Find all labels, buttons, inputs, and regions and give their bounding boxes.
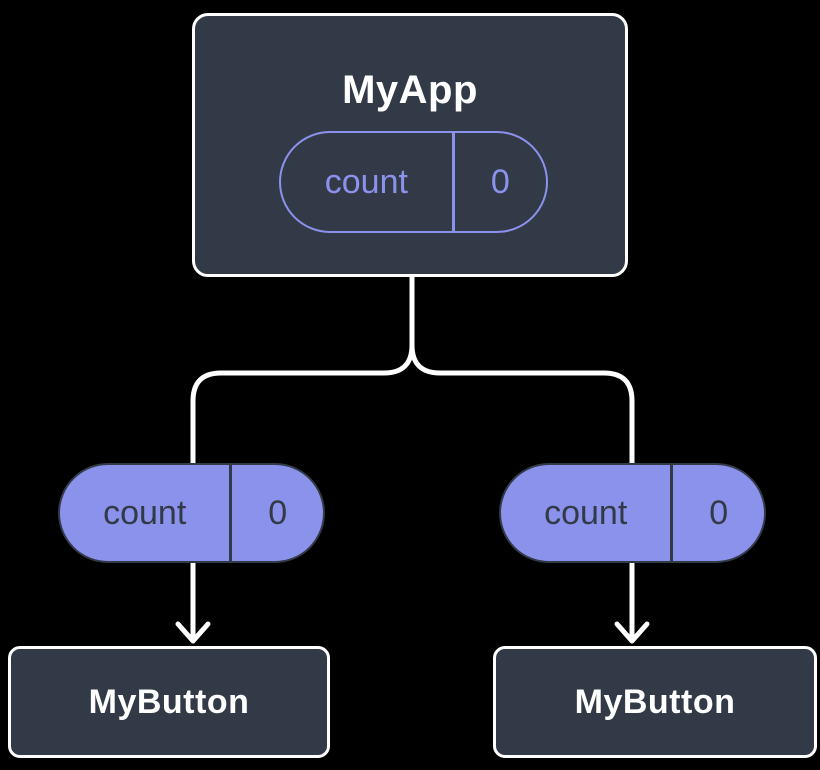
node-mybutton-left-title: MyButton: [88, 682, 250, 721]
connector-branch-left: [190, 257, 415, 643]
node-mybutton-right-title: MyButton: [574, 682, 736, 721]
arrowhead-down-left-icon: [175, 621, 211, 644]
state-name-label: count: [324, 162, 408, 201]
prop-value-label: 0: [709, 493, 729, 532]
node-myapp-title: MyApp: [342, 68, 478, 112]
state-pill-divider: [451, 133, 455, 231]
prop-name-label: count: [103, 493, 187, 532]
node-mybutton-right: MyButton: [493, 646, 817, 758]
state-pill-myapp: count 0: [279, 131, 548, 233]
prop-pill-left: count 0: [58, 463, 325, 563]
node-myapp: MyApp count 0: [192, 13, 628, 277]
connector-branch-right: [409, 257, 635, 643]
prop-value-label: 0: [268, 493, 288, 532]
prop-name-label: count: [544, 493, 628, 532]
prop-pill-right: count 0: [499, 463, 766, 563]
node-mybutton-left: MyButton: [8, 646, 330, 758]
prop-pill-divider: [229, 465, 233, 561]
prop-pill-divider: [670, 465, 674, 561]
arrowhead-down-right-icon: [614, 621, 650, 644]
state-value-label: 0: [490, 162, 510, 201]
